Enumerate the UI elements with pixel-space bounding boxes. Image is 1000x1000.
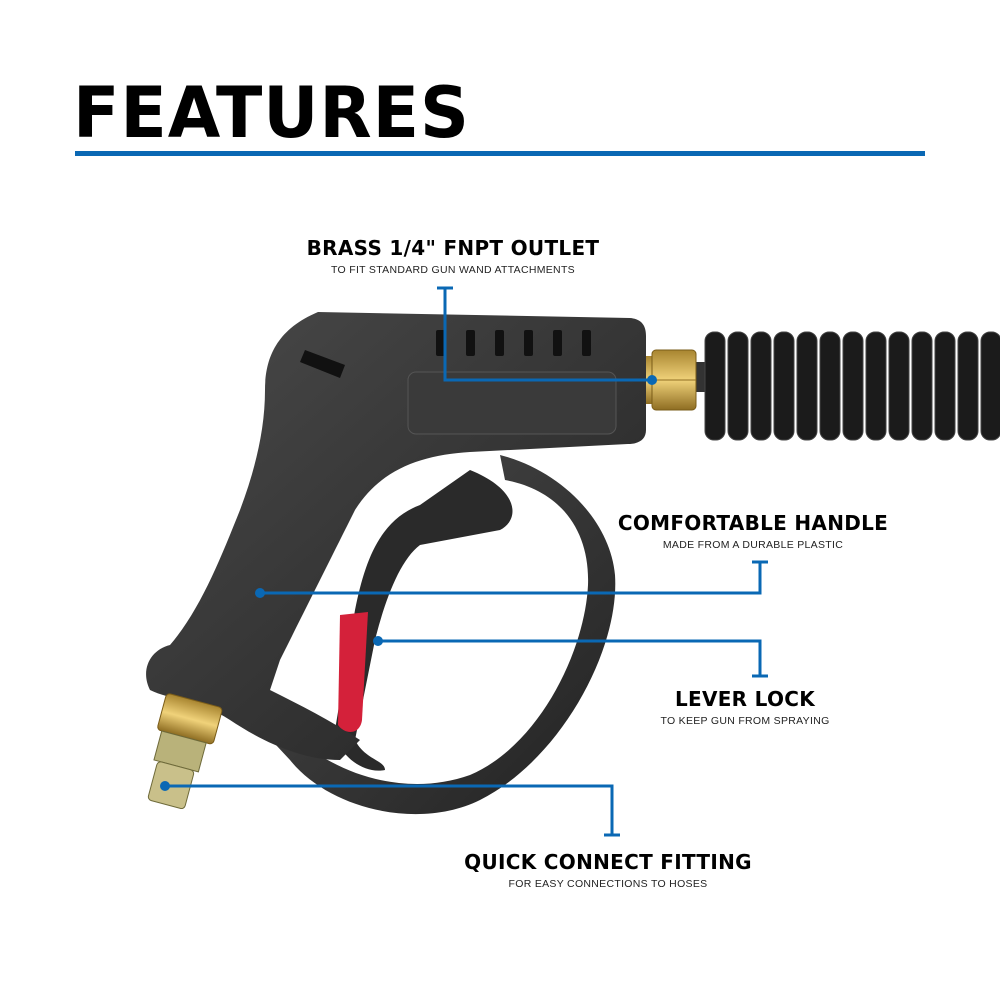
body-vents — [300, 330, 591, 378]
callout-quick-connect: QUICK CONNECT FITTING FOR EASY CONNECTIO… — [464, 852, 752, 890]
callout-title: COMFORTABLE HANDLE — [617, 511, 889, 535]
hose-coil — [819, 331, 841, 441]
page-title: FEATURES — [73, 72, 470, 154]
hose-coil — [957, 331, 979, 441]
callout-brass-outlet: BRASS 1/4" FNPT OUTLET TO FIT STANDARD G… — [307, 238, 600, 276]
callout-title: LEVER LOCK — [674, 687, 816, 711]
hose-coil — [727, 331, 749, 441]
hose-coil — [911, 331, 933, 441]
hose-coil — [796, 331, 818, 441]
hose-coil — [888, 331, 910, 441]
callout-subtitle: MADE FROM A DURABLE PLASTIC — [662, 539, 844, 551]
hose-coil — [704, 331, 726, 441]
hose-coil — [842, 331, 864, 441]
callout-subtitle: TO KEEP GUN FROM SPRAYING — [660, 715, 830, 727]
callout-lines — [165, 286, 768, 837]
lever-lock — [338, 612, 368, 732]
title-underline — [75, 151, 925, 156]
callout-title: BRASS 1/4" FNPT OUTLET — [306, 236, 600, 260]
callout-comfortable-handle: COMFORTABLE HANDLE MADE FROM A DURABLE P… — [618, 513, 888, 551]
hose — [690, 331, 1000, 441]
callout-subtitle: TO FIT STANDARD GUN WAND ATTACHMENTS — [331, 264, 575, 276]
warning-plate — [407, 371, 617, 435]
hose-coil — [980, 331, 1000, 441]
callout-lever-lock: LEVER LOCK TO KEEP GUN FROM SPRAYING — [660, 689, 829, 727]
hose-coil — [934, 331, 956, 441]
hose-coil — [750, 331, 772, 441]
hose-coil — [773, 331, 795, 441]
hose-coil — [865, 331, 887, 441]
callout-dots — [160, 375, 657, 791]
callout-title: QUICK CONNECT FITTING — [464, 850, 752, 874]
trigger-inner — [335, 470, 513, 771]
callout-subtitle: FOR EASY CONNECTIONS TO HOSES — [508, 878, 708, 890]
quick-connect-fitting — [147, 693, 223, 810]
